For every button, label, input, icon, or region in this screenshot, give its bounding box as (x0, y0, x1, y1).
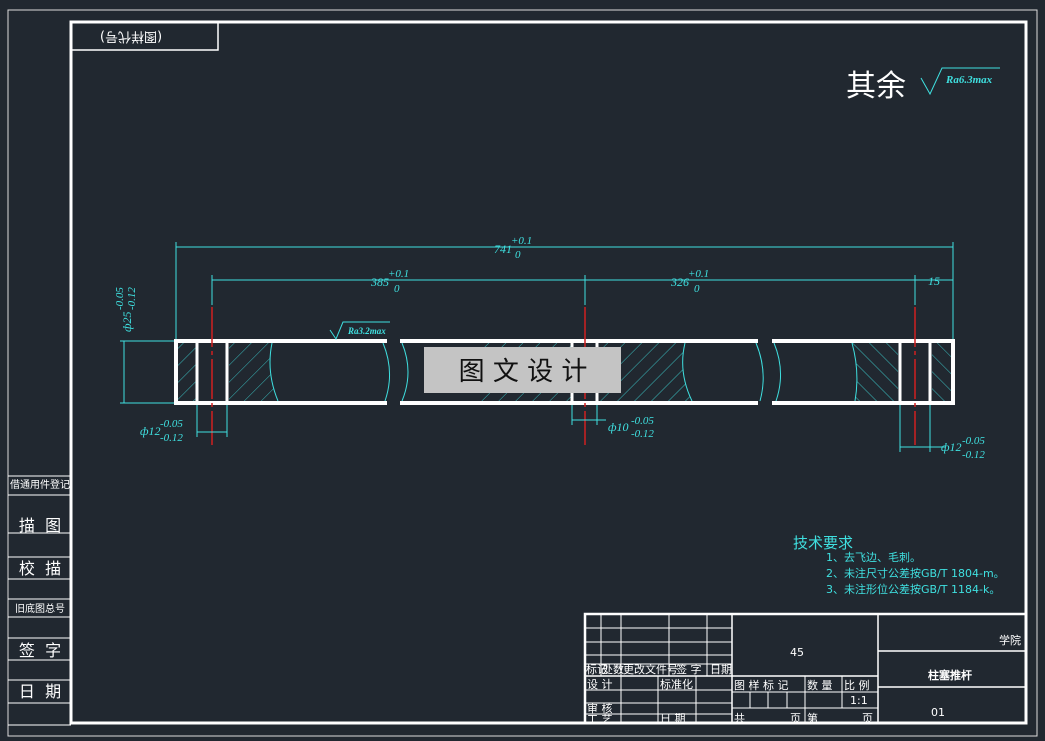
outer-border (7, 9, 1038, 737)
svg-text:+0.1: +0.1 (511, 235, 532, 247)
page-label: 页 (862, 712, 873, 725)
strip-label: 描 图 (19, 516, 61, 535)
svg-text:-0.05: -0.05 (160, 418, 183, 430)
scale: 1:1 (850, 694, 868, 707)
strip-label: 日 期 (19, 682, 61, 701)
svg-text:385: 385 (370, 275, 389, 289)
watermark: 图 文 设 计 (459, 357, 588, 387)
svg-text:ф25: ф25 (120, 311, 134, 332)
dim-hole-right: ф12 -0.05 -0.12 (941, 435, 985, 461)
stage-header: 比 例 (844, 678, 870, 692)
hatch (178, 343, 197, 401)
svg-text:ф12: ф12 (941, 440, 962, 454)
surface-roughness: Ra6.3max (945, 74, 993, 86)
drawing-code-box (70, 21, 219, 51)
local-roughness: Ra3.2max (347, 326, 386, 336)
svg-text:0: 0 (515, 249, 521, 261)
svg-text:326: 326 (670, 275, 689, 289)
svg-text:-0.12: -0.12 (962, 449, 985, 461)
standardize-label: 标准化 (660, 677, 693, 691)
stage-header: 数 量 (807, 679, 833, 692)
school: 学院 (999, 633, 1021, 647)
date-label: 日 期 (660, 712, 686, 725)
strip-label: 借通用件登记 (10, 478, 70, 491)
svg-text:ф10: ф10 (608, 420, 629, 434)
hatch (932, 343, 951, 401)
strip-label: 校 描 (19, 559, 61, 578)
drawing-number: 01 (931, 706, 945, 719)
hatch (599, 343, 692, 401)
hatch (852, 343, 898, 401)
review-label: 审 核 (587, 701, 613, 715)
rev-header: 签 字 (676, 662, 702, 676)
dim-left-span: 385 +0.1 0 (370, 268, 409, 295)
drawing-code-label: (图样代号) (100, 29, 162, 44)
title-block (583, 612, 1028, 725)
svg-text:-0.05: -0.05 (962, 435, 985, 447)
part-name: 柱塞推杆 (928, 668, 972, 682)
dim-right-span: 326 +0.1 0 (670, 268, 709, 295)
tech-req-item: 2、未注尺寸公差按GB/T 1804-m。 (826, 566, 1005, 580)
dimension-lines (120, 242, 954, 452)
tech-req-item: 3、未注形位公差按GB/T 1184-k。 (826, 582, 1000, 596)
hatch (229, 343, 278, 401)
svg-text:0: 0 (394, 283, 400, 295)
strip-label: 签 字 (19, 641, 61, 660)
dim-hole-mid: ф10 -0.05 -0.12 (608, 415, 654, 440)
svg-text:ф12: ф12 (140, 424, 161, 438)
process-label: 工 艺 (587, 713, 613, 726)
svg-text:-0.12: -0.12 (126, 287, 138, 310)
drawing-frame (69, 20, 1028, 725)
dim-hole-left: ф12 -0.05 -0.12 (140, 418, 183, 444)
svg-text:+0.1: +0.1 (688, 268, 709, 280)
tech-req-title: 技术要求 (793, 534, 853, 552)
stage-header: 图 样 标 记 (734, 678, 789, 692)
surface-note-prefix: 其余 (846, 69, 906, 104)
page-label: 页 (790, 712, 801, 725)
sheet-label: 第 (807, 711, 818, 725)
left-strip (8, 475, 71, 726)
svg-text:741: 741 (494, 242, 512, 256)
roughness-symbol (920, 67, 1000, 96)
watermark-box (424, 347, 621, 393)
rev-header: 标记 (586, 662, 608, 676)
rev-header: 更改文件号 (623, 662, 678, 676)
svg-text:-0.12: -0.12 (631, 428, 654, 440)
total-pages-label: 共 (734, 712, 745, 725)
break-line (382, 342, 781, 402)
material: 45 (790, 646, 804, 659)
dim-end: 15 (928, 274, 940, 288)
svg-text:-0.05: -0.05 (631, 415, 654, 427)
design-label: 设 计 (587, 678, 613, 691)
strip-label: 旧底图总号 (15, 602, 65, 615)
break-line (269, 342, 858, 402)
svg-text:-0.05: -0.05 (114, 287, 126, 310)
dim-overall: 741 +0.1 0 (494, 235, 532, 261)
rev-header: 日期 (710, 663, 732, 676)
tech-req-item: 1、去飞边、毛刺。 (826, 551, 921, 564)
rev-header: 处数 (602, 663, 624, 676)
svg-text:+0.1: +0.1 (388, 268, 409, 280)
dim-diameter: ф25 -0.05 -0.12 (114, 287, 138, 332)
svg-text:-0.12: -0.12 (160, 432, 183, 444)
svg-text:0: 0 (694, 283, 700, 295)
